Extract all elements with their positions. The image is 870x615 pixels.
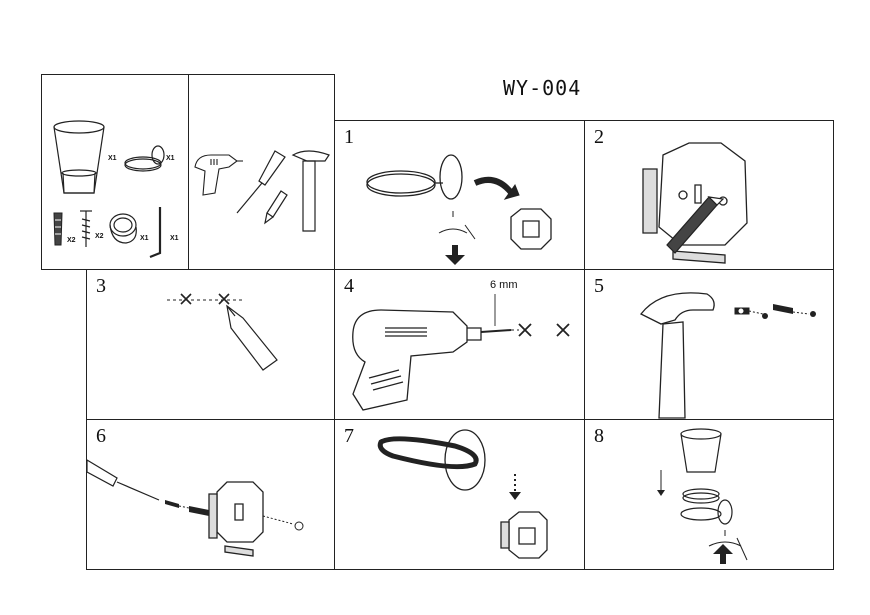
screw-icon <box>80 210 92 247</box>
tools-illustration <box>194 150 330 232</box>
ring-quantity: X1 <box>140 235 149 242</box>
step-number: 7 <box>344 425 354 447</box>
step-5-panel: 5 <box>584 269 834 420</box>
holder-ring-icon <box>124 145 165 172</box>
anchor-quantity: X2 <box>67 237 76 244</box>
step-6-panel: 6 <box>86 419 335 570</box>
electric-drill-icon <box>194 154 243 196</box>
step-3-panel: 3 <box>86 269 335 420</box>
hammer-icon <box>291 150 330 232</box>
step-number: 6 <box>96 425 106 447</box>
step-8-panel: 8 <box>584 419 834 570</box>
glass-ring-icon <box>109 213 137 244</box>
holder-ring-icon <box>680 499 733 525</box>
step-4-panel: 4 6 mm <box>334 269 585 420</box>
step-number: 2 <box>594 126 604 148</box>
mounting-bracket-icon <box>642 142 748 264</box>
step-5-illustration <box>640 292 816 419</box>
holder-ring-icon <box>366 154 463 200</box>
parts-panel: X1 X1 X2 X2 X1 X1 <box>41 74 189 270</box>
step-2-panel: 2 <box>584 120 834 271</box>
screwdriver-icon <box>86 458 160 501</box>
step-1-panel: 1 <box>334 120 585 271</box>
step-7-illustration <box>377 429 548 559</box>
step-1-illustration <box>366 154 552 265</box>
tumbler-cup-icon <box>680 428 722 473</box>
step-8-illustration <box>657 428 748 564</box>
holder-quantity: X1 <box>166 155 175 162</box>
down-arrow-icon <box>445 245 465 265</box>
drill-mark-x-icon <box>518 323 570 337</box>
electric-drill-icon <box>352 309 482 411</box>
step-6-illustration <box>86 458 304 557</box>
screw-quantity: X2 <box>95 233 104 240</box>
pencil-icon <box>226 304 278 371</box>
allen-key-icon <box>149 207 162 259</box>
document-title: WY-004 <box>503 76 582 100</box>
pencil-icon <box>666 196 725 254</box>
step-3-illustration <box>167 293 278 371</box>
step-number: 5 <box>594 275 604 297</box>
step-number: 3 <box>96 275 106 297</box>
drill-bit <box>480 329 512 333</box>
wall-plug-icon <box>734 307 750 315</box>
screwdriver-icon <box>236 150 286 214</box>
drill-mark-x-icon <box>180 293 230 305</box>
wall-plug-icon <box>773 304 793 314</box>
step-4-illustration <box>352 294 570 411</box>
allen-key-icon <box>438 211 476 240</box>
parts-illustration <box>53 120 165 259</box>
step-2-illustration <box>642 142 748 264</box>
key-quantity: X1 <box>170 235 179 242</box>
pencil-icon <box>264 190 288 225</box>
mounting-bracket-icon <box>208 481 264 557</box>
mounting-bracket-icon <box>510 208 552 250</box>
tools-panel <box>188 74 335 270</box>
tumbler-cup-icon <box>53 120 105 194</box>
glass-ring-icon <box>682 488 720 504</box>
wall-plug-icon <box>53 212 63 246</box>
screw-icon <box>165 500 209 516</box>
cup-quantity: X1 <box>108 155 117 162</box>
hammer-icon <box>640 292 715 419</box>
rotate-arrow-icon <box>473 177 520 200</box>
allen-key-icon <box>708 530 748 561</box>
mounting-bracket-icon <box>500 511 548 559</box>
holder-ring-icon <box>377 429 486 491</box>
up-arrow-icon <box>713 544 733 564</box>
drill-size-label: 6 mm <box>490 279 518 291</box>
step-7-panel: 7 <box>334 419 585 570</box>
step-number: 1 <box>344 126 354 148</box>
step-number: 4 <box>344 275 354 297</box>
step-number: 8 <box>594 425 604 447</box>
